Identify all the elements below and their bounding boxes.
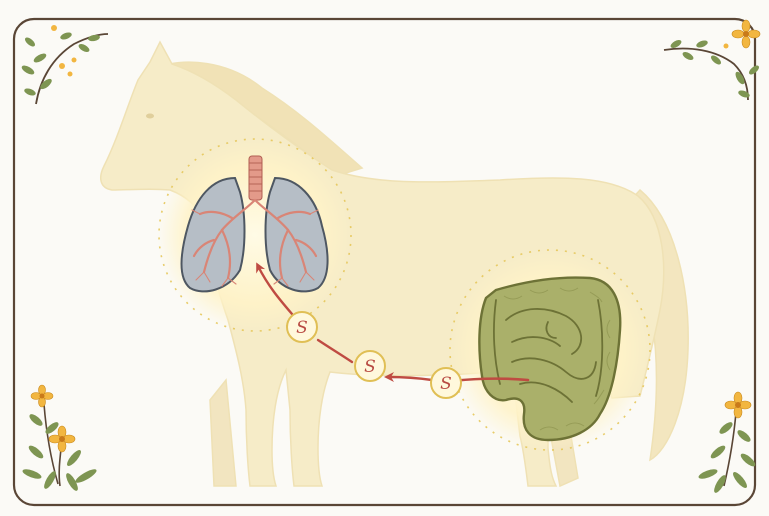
larva-icon: S (440, 374, 452, 394)
larva-stage-2: S (355, 351, 385, 381)
flower-icon (725, 392, 751, 418)
larva-icon: S (296, 318, 308, 338)
corner-plant-bottom-left (21, 385, 98, 492)
corner-branch-top-right (664, 20, 761, 100)
corner-plant-bottom-right (697, 392, 757, 494)
flower-icon (31, 385, 53, 407)
larva-icon: S (364, 357, 376, 377)
corner-branch-top-left (20, 25, 108, 104)
larva-stage-1: S (287, 312, 317, 342)
arrow-icon (388, 377, 432, 380)
larva-stage-3: S (431, 368, 461, 398)
